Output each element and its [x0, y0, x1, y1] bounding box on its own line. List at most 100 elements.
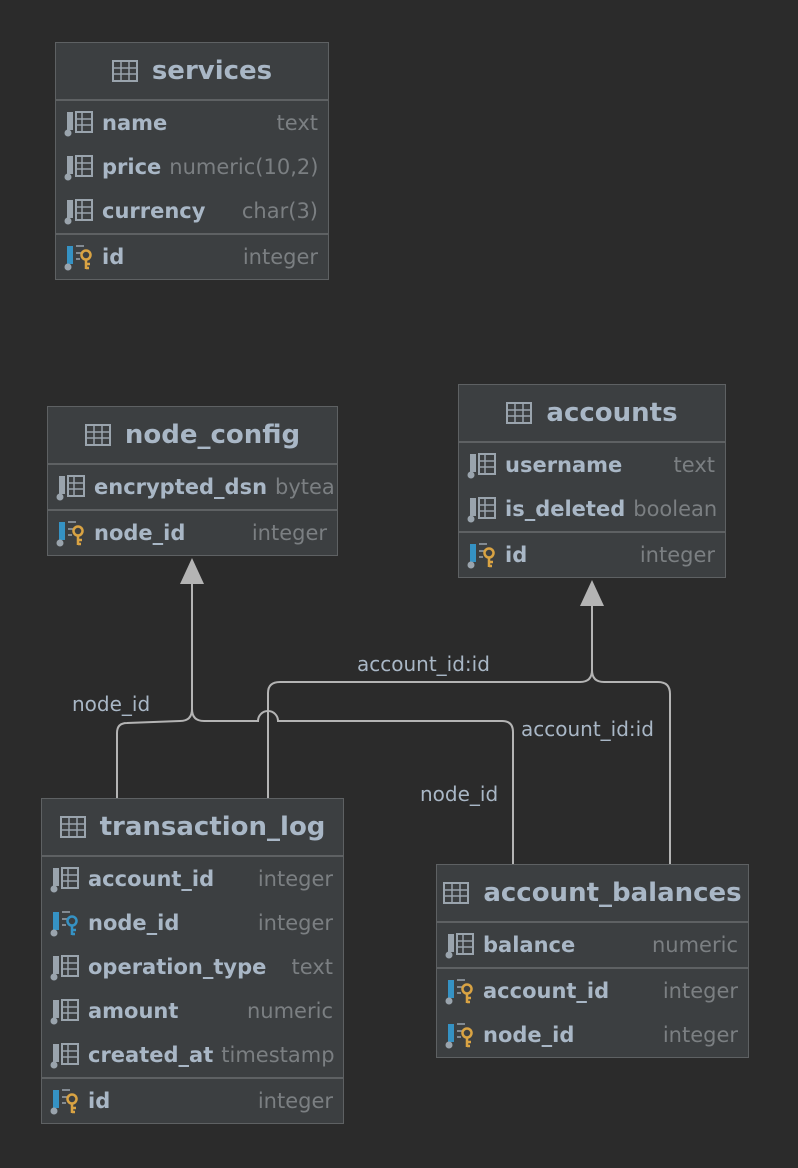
- column-type: integer: [257, 867, 333, 891]
- table-header[interactable]: accounts: [459, 385, 725, 443]
- foreign-key-icon: [50, 911, 78, 937]
- table-title: node_config: [124, 420, 301, 450]
- column-name: node_id: [94, 521, 186, 545]
- table-header[interactable]: services: [56, 43, 328, 101]
- column-icon: [50, 999, 79, 1025]
- column-icon: [64, 111, 93, 137]
- column-name: id: [505, 543, 528, 567]
- edge-label-account-balances-accounts: account_id:id: [521, 717, 654, 741]
- column-list: encrypted_dsn bytea node_id integer: [48, 465, 337, 555]
- column-row[interactable]: id integer: [56, 233, 328, 279]
- column-name: created_at: [88, 1043, 214, 1067]
- column-type: integer: [662, 979, 738, 1003]
- connector-transaction-log-accounts: [267, 604, 593, 798]
- column-row[interactable]: amount numeric: [42, 989, 343, 1033]
- column-type: integer: [242, 245, 318, 269]
- primary-key-icon: [50, 1089, 78, 1115]
- column-type: integer: [639, 543, 715, 567]
- column-row[interactable]: id integer: [459, 531, 725, 577]
- table-header[interactable]: node_config: [48, 407, 337, 465]
- column-row[interactable]: account_id integer: [42, 857, 343, 901]
- column-name: id: [102, 245, 125, 269]
- table-header[interactable]: account_balances: [437, 865, 748, 923]
- column-icon: [50, 955, 79, 981]
- column-row[interactable]: encrypted_dsn bytea: [48, 465, 337, 509]
- column-row[interactable]: username text: [459, 443, 725, 487]
- arrowhead-node-config: [180, 558, 204, 584]
- primary-key-icon: [445, 1023, 473, 1049]
- arrowhead-accounts: [580, 580, 604, 606]
- primary-key-icon: [64, 245, 92, 271]
- column-icon: [467, 497, 496, 523]
- table-node-config[interactable]: node_config encrypted_dsn bytea node_id int…: [47, 406, 338, 556]
- connector-account-balances-node-config: [191, 708, 514, 864]
- column-name: account_id: [88, 867, 215, 891]
- column-name: account_id: [483, 979, 610, 1003]
- table-icon: [84, 424, 111, 446]
- table-icon: [443, 882, 470, 904]
- column-row[interactable]: account_id integer: [437, 967, 748, 1013]
- column-type: bytea: [275, 475, 335, 499]
- column-name: encrypted_dsn: [94, 475, 268, 499]
- column-type: integer: [257, 911, 333, 935]
- connector-transaction-log-node-config: [116, 582, 193, 798]
- column-type: text: [291, 955, 333, 979]
- table-title: transaction_log: [99, 812, 326, 842]
- table-header[interactable]: transaction_log: [42, 799, 343, 857]
- column-row[interactable]: currency char(3): [56, 189, 328, 233]
- column-type: numeric(10,2): [169, 155, 319, 179]
- column-row[interactable]: node_id integer: [42, 901, 343, 945]
- edge-label-transaction-log-accounts: account_id:id: [357, 652, 490, 676]
- primary-key-icon: [467, 543, 495, 569]
- column-type: timestamp: [221, 1043, 335, 1067]
- column-type: numeric: [246, 999, 333, 1023]
- column-type: integer: [251, 521, 327, 545]
- column-name: node_id: [88, 911, 180, 935]
- column-row[interactable]: node_id integer: [48, 509, 337, 555]
- column-row[interactable]: operation_type text: [42, 945, 343, 989]
- column-row[interactable]: created_at timestamp: [42, 1033, 343, 1077]
- column-name: username: [505, 453, 623, 477]
- primary-key-icon: [445, 979, 473, 1005]
- table-icon: [59, 816, 86, 838]
- primary-key-icon: [56, 521, 84, 547]
- column-type: char(3): [241, 199, 318, 223]
- column-type: numeric: [651, 933, 738, 957]
- edge-label-transaction-log-node-config: node_id: [72, 692, 151, 716]
- column-row[interactable]: node_id integer: [437, 1013, 748, 1057]
- column-icon: [467, 453, 496, 479]
- column-name: id: [88, 1089, 111, 1113]
- column-row[interactable]: price numeric(10,2): [56, 145, 328, 189]
- column-icon: [50, 1043, 79, 1069]
- column-name: node_id: [483, 1023, 575, 1047]
- column-name: operation_type: [88, 955, 267, 979]
- table-icon: [506, 402, 533, 424]
- table-icon: [111, 60, 138, 82]
- table-title: accounts: [546, 398, 678, 428]
- table-title: services: [151, 56, 273, 86]
- edge-label-account-balances-node-config: node_id: [420, 782, 499, 806]
- column-icon: [50, 867, 79, 893]
- column-name: amount: [88, 999, 179, 1023]
- connector-account-balances-accounts: [591, 669, 671, 864]
- column-name: price: [102, 155, 162, 179]
- column-type: text: [673, 453, 715, 477]
- column-type: text: [276, 111, 318, 135]
- column-name: currency: [102, 199, 206, 223]
- column-type: integer: [662, 1023, 738, 1047]
- column-type: boolean: [633, 497, 718, 521]
- column-icon: [64, 155, 93, 181]
- table-title: account_balances: [483, 878, 742, 908]
- column-icon: [64, 199, 93, 225]
